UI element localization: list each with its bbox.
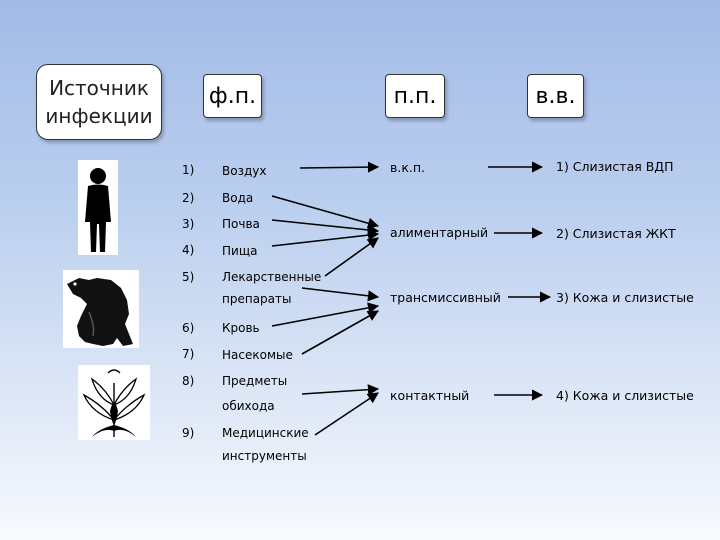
- factor-label-4: Пища: [222, 244, 258, 258]
- gate-skin-mucosa-1: 3) Кожа и слизистые: [556, 290, 694, 305]
- gate-upper-airways: 1) Слизистая ВДП: [556, 159, 674, 174]
- path-airborne: в.к.п.: [390, 160, 426, 175]
- factor-label-7: Насекомые: [222, 348, 293, 362]
- factor-label-9: Медицинские: [222, 426, 309, 440]
- source-line-2: инфекции: [45, 104, 153, 128]
- arrow-insects-to-transmissive: [301, 310, 379, 355]
- path-transmissive: трансмиссивный: [390, 290, 501, 305]
- bear-icon: [63, 270, 139, 348]
- gate-skin-mucosa-2: 4) Кожа и слизистые: [556, 388, 694, 403]
- factor-num-5: 5): [182, 270, 195, 284]
- arrow-air-to-airborne: [299, 161, 380, 173]
- factor-num-7: 7): [182, 347, 195, 361]
- factor-num-1: 1): [182, 163, 195, 177]
- header-transmission-factors: ф.п.: [203, 74, 262, 118]
- source-of-infection-box: Источник инфекции: [36, 64, 162, 140]
- factor-label-8b: обихода: [222, 399, 275, 413]
- header-transmission-paths: п.п.: [385, 74, 445, 118]
- arrow-water-to-alimentary: [271, 195, 380, 229]
- factor-label-6: Кровь: [222, 321, 260, 335]
- factor-label-9b: инструменты: [222, 449, 307, 463]
- header-entry-gates: в.в.: [527, 74, 584, 118]
- gate-gi-tract: 2) Слизистая ЖКТ: [556, 226, 676, 241]
- arrow-food-to-alimentary: [271, 229, 380, 247]
- factor-label-2: Вода: [222, 191, 254, 205]
- person-icon: [78, 160, 118, 255]
- factor-num-6: 6): [182, 321, 195, 335]
- arrow-instruments-to-contact: [314, 392, 379, 436]
- source-line-1: Источник: [49, 76, 149, 100]
- factor-label-5: Лекарственные: [222, 270, 322, 284]
- arrow-blood-to-transmissive: [271, 302, 380, 327]
- arrow-drugs-to-transmissive: [301, 287, 380, 302]
- factor-label-8: Предметы: [222, 374, 288, 388]
- plant-icon: [78, 365, 150, 440]
- factor-num-4: 4): [182, 243, 195, 257]
- factor-label-3: Почва: [222, 217, 260, 231]
- path-alimentary: алиментарный: [390, 225, 489, 240]
- arrow-objects-to-contact: [301, 384, 380, 396]
- factor-label-5b: препараты: [222, 292, 292, 306]
- factor-label-1: Воздух: [222, 164, 267, 178]
- arrow-drugs-to-alimentary: [324, 237, 379, 277]
- factor-num-8: 8): [182, 374, 195, 388]
- arrow-soil-to-alimentary: [271, 219, 380, 236]
- path-contact: контактный: [390, 388, 470, 403]
- factor-num-2: 2): [182, 191, 195, 205]
- factor-num-9: 9): [182, 426, 195, 440]
- factor-num-3: 3): [182, 217, 195, 231]
